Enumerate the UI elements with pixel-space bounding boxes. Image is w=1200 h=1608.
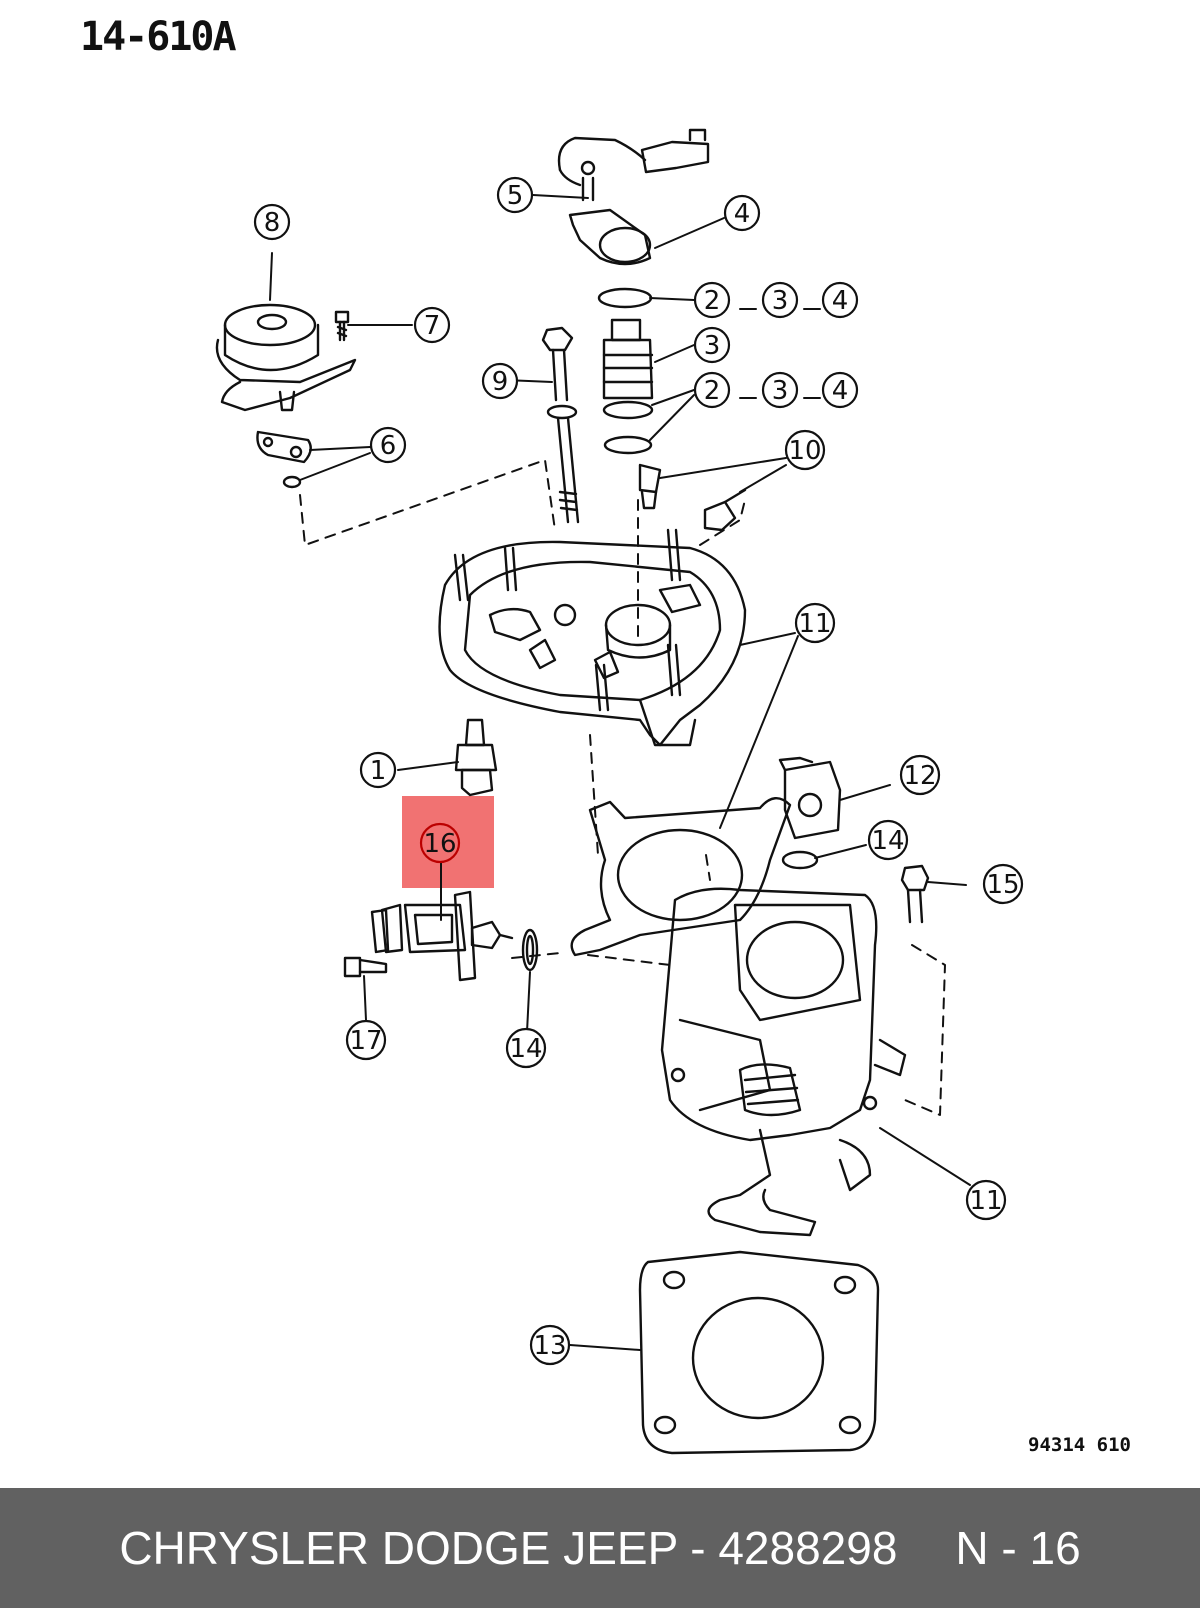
part-8-assembly xyxy=(215,303,357,489)
callout-circle xyxy=(693,281,731,319)
callout-circle xyxy=(496,176,534,214)
part-11-throttle-body xyxy=(570,756,930,1237)
callout-15: 15 xyxy=(982,863,1024,905)
callout-label: 4 xyxy=(734,199,751,229)
callout-11: 11 xyxy=(965,1179,1007,1221)
callout-circle xyxy=(481,362,519,400)
callout-2: 2 xyxy=(693,371,731,409)
callout-label: 4 xyxy=(832,286,849,316)
callout-8: 8 xyxy=(253,203,291,241)
callout-label: 5 xyxy=(507,181,524,211)
callout-14: 14 xyxy=(867,819,909,861)
callout-3: 3 xyxy=(761,281,799,319)
callout-circle xyxy=(345,1019,387,1061)
callout-label: 4 xyxy=(832,376,849,406)
callout-1: 1 xyxy=(359,751,397,789)
callout-label: 3 xyxy=(772,376,789,406)
callout-13: 13 xyxy=(529,1324,571,1366)
callout-label: 7 xyxy=(424,311,441,341)
callout-circle xyxy=(359,751,397,789)
callout-5: 5 xyxy=(496,176,534,214)
callout-circle xyxy=(821,281,859,319)
callout-circle xyxy=(413,306,451,344)
callout-17: 17 xyxy=(345,1019,387,1061)
callout-10: 10 xyxy=(784,429,826,471)
part-9-bolt xyxy=(541,326,580,524)
callout-circle xyxy=(369,426,407,464)
callout-circle xyxy=(693,326,731,364)
callout-16: 16 xyxy=(419,822,461,864)
callout-label: 2 xyxy=(704,376,721,406)
callout-label: 1 xyxy=(370,756,387,786)
highlight-box xyxy=(402,796,494,888)
diagram-title: 14-610A xyxy=(80,14,237,60)
callout-3: 3 xyxy=(693,326,731,364)
callout-label: 14 xyxy=(871,826,904,856)
callout-circle xyxy=(761,371,799,409)
callout-circle xyxy=(821,371,859,409)
callout-circle xyxy=(505,1027,547,1069)
callout-label: 8 xyxy=(264,208,281,238)
footer-part-text: CHRYSLER DODGE JEEP - 4288298 xyxy=(119,1522,898,1574)
part-1-sensor xyxy=(454,718,498,797)
callout-label: 3 xyxy=(772,286,789,316)
callout-label: 11 xyxy=(798,609,831,639)
callout-label: 9 xyxy=(492,367,509,397)
callout-circle xyxy=(529,1324,571,1366)
drawing-code: 94314 610 xyxy=(1028,1434,1131,1456)
callout-11: 11 xyxy=(794,602,836,644)
callout-label: 10 xyxy=(788,436,821,466)
callout-9: 9 xyxy=(481,362,519,400)
callout-label: 6 xyxy=(380,431,397,461)
callout-circle xyxy=(794,602,836,644)
callout-circle xyxy=(693,371,731,409)
leader-lines xyxy=(269,194,971,1351)
footer-bar: CHRYSLER DODGE JEEP - 4288298 N - 16 xyxy=(0,1488,1200,1608)
callout-6: 6 xyxy=(369,426,407,464)
callout-circle xyxy=(761,281,799,319)
part-11-fuel-body xyxy=(438,528,747,747)
callout-7: 7 xyxy=(413,306,451,344)
callout-14: 14 xyxy=(505,1027,547,1069)
callout-label: 15 xyxy=(986,870,1019,900)
callout-circle xyxy=(965,1179,1007,1221)
callout-3: 3 xyxy=(761,371,799,409)
part-4-5-connector xyxy=(557,128,747,532)
callout-circle xyxy=(419,822,461,864)
callout-label: 14 xyxy=(509,1034,542,1064)
callout-4: 4 xyxy=(723,194,761,232)
callout-label: 2 xyxy=(704,286,721,316)
callout-circle xyxy=(723,194,761,232)
callout-circle xyxy=(899,754,941,796)
callout-label: 12 xyxy=(903,761,936,791)
alignment-lines xyxy=(299,459,946,1116)
callout-label: 11 xyxy=(969,1186,1002,1216)
callout-label: 13 xyxy=(533,1331,566,1361)
callout-4: 4 xyxy=(821,281,859,319)
part-13-gasket xyxy=(638,1250,880,1455)
callout-circle xyxy=(784,429,826,471)
callout-label: 3 xyxy=(704,331,721,361)
callout-circle xyxy=(253,203,291,241)
callout-circle xyxy=(867,819,909,861)
footer-position-text: N - 16 xyxy=(955,1522,1081,1574)
callout-label: 16 xyxy=(423,829,456,859)
callout-4: 4 xyxy=(821,371,859,409)
callout-circle xyxy=(982,863,1024,905)
callout-2: 2 xyxy=(693,281,731,319)
callout-label: 17 xyxy=(349,1026,382,1056)
callout-12: 12 xyxy=(899,754,941,796)
